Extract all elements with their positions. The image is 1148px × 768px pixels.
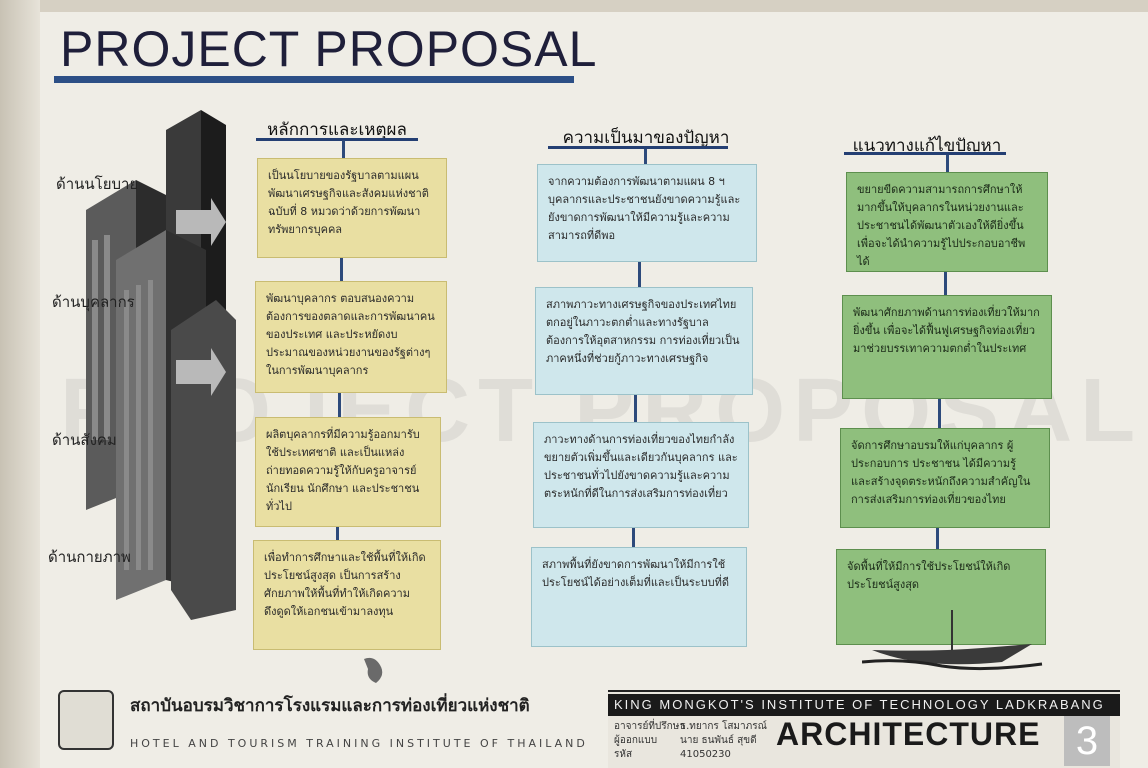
column-connector <box>644 149 647 165</box>
background-box-society: ภาวะทางด้านการท่องเที่ยวของไทยกำลังขยายต… <box>533 422 749 528</box>
institute-logo <box>58 690 114 750</box>
background-box-physical: สภาพพื้นที่ยังขาดการพัฒนาให้มีการใช้ประโ… <box>531 547 747 647</box>
column-heading-underline <box>844 152 1006 155</box>
background-box-policy: จากความต้องการพัฒนาตามแผน 8 ฯ บุคลากรและ… <box>537 164 757 262</box>
row-label-personnel: ด้านบุคลากร <box>52 293 135 311</box>
meta-value: นาย ธนพันธ์ สุขดี <box>680 735 757 746</box>
meta-value: ธ.ทยากร โสมาภรณ์ <box>680 721 767 732</box>
title-underline <box>54 76 574 83</box>
column-connector <box>340 258 343 282</box>
sheet-number: 3 <box>1064 716 1110 766</box>
row-label-policy: ด้านนโยบาย <box>56 175 139 193</box>
column-connector <box>632 528 635 548</box>
column-heading-rationale: หลักการและเหตุผล <box>267 120 407 140</box>
row-label-society: ด้านสังคม <box>52 431 117 449</box>
institute-name-english: HOTEL AND TOURISM TRAINING INSTITUTE OF … <box>130 737 588 750</box>
column-connector <box>638 262 641 288</box>
column-connector <box>338 393 341 418</box>
rationale-box-society: ผลิตบุคลากรที่มีความรู้ออกมารับใช้ประเทศ… <box>255 417 441 527</box>
solution-box-policy: ขยายขีดความสามารถการศึกษาให้มากขึ้นให้บุ… <box>846 172 1048 272</box>
column-connector <box>336 527 339 541</box>
column-connector <box>634 395 637 423</box>
meta-label: รหัส <box>614 749 633 760</box>
solution-box-physical: จัดพื้นที่ให้มีการใช้ประโยชน์ให้เกิดประโ… <box>836 549 1046 645</box>
column-connector <box>938 399 941 429</box>
row-label-physical: ด้านกายภาพ <box>48 548 131 566</box>
column-heading-underline <box>548 146 728 149</box>
column-connector <box>936 528 939 550</box>
meta-label: ผู้ออกแบบ <box>614 735 658 746</box>
board-left-edge <box>0 0 40 768</box>
page-title: PROJECT PROPOSAL <box>60 21 598 77</box>
university-name: KING MONGKOT'S INSTITUTE OF TECHNOLOGY L… <box>608 694 1120 716</box>
background-box-personnel: สภาพภาวะทางเศรษฐกิจของประเทศไทยตกอยู่ในภ… <box>535 287 753 395</box>
column-heading-underline <box>256 138 418 141</box>
institute-name-thai: สถาบันอบรมวิชาการโรงแรมและการท่องเที่ยวแ… <box>130 696 530 716</box>
column-connector <box>946 155 949 173</box>
boat-sketch <box>862 610 1043 671</box>
solution-box-society: จัดการศึกษาอบรมให้แก่บุคลากร ผู้ประกอบกา… <box>840 428 1050 528</box>
faculty-name: ARCHITECTURE <box>776 716 1041 752</box>
rationale-box-physical: เพื่อทำการศึกษาและใช้พื้นที่ให้เกิดประโย… <box>253 540 441 650</box>
meta-value: 41050230 <box>680 749 731 760</box>
column-connector <box>944 272 947 296</box>
rationale-box-policy: เป็นนโยบายของรัฐบาลตามแผนพัฒนาเศรษฐกิจแล… <box>257 158 447 258</box>
solution-box-personnel: พัฒนาศักยภาพด้านการท่องเที่ยวให้มากยิ่งข… <box>842 295 1052 399</box>
column-heading-solution: แนวทางแก้ไขปัญหา <box>852 136 1002 156</box>
ink-mark <box>364 657 383 683</box>
board-top-edge <box>0 0 1148 12</box>
meta-label: อาจารย์ที่ปรึกษา <box>614 721 685 732</box>
column-connector <box>342 140 345 160</box>
rationale-box-personnel: พัฒนาบุคลากร ตอบสนองความต้องการของตลาดแล… <box>255 281 447 393</box>
building-illustration <box>86 110 236 620</box>
column-heading-background: ความเป็นมาของปัญหา <box>562 128 730 148</box>
